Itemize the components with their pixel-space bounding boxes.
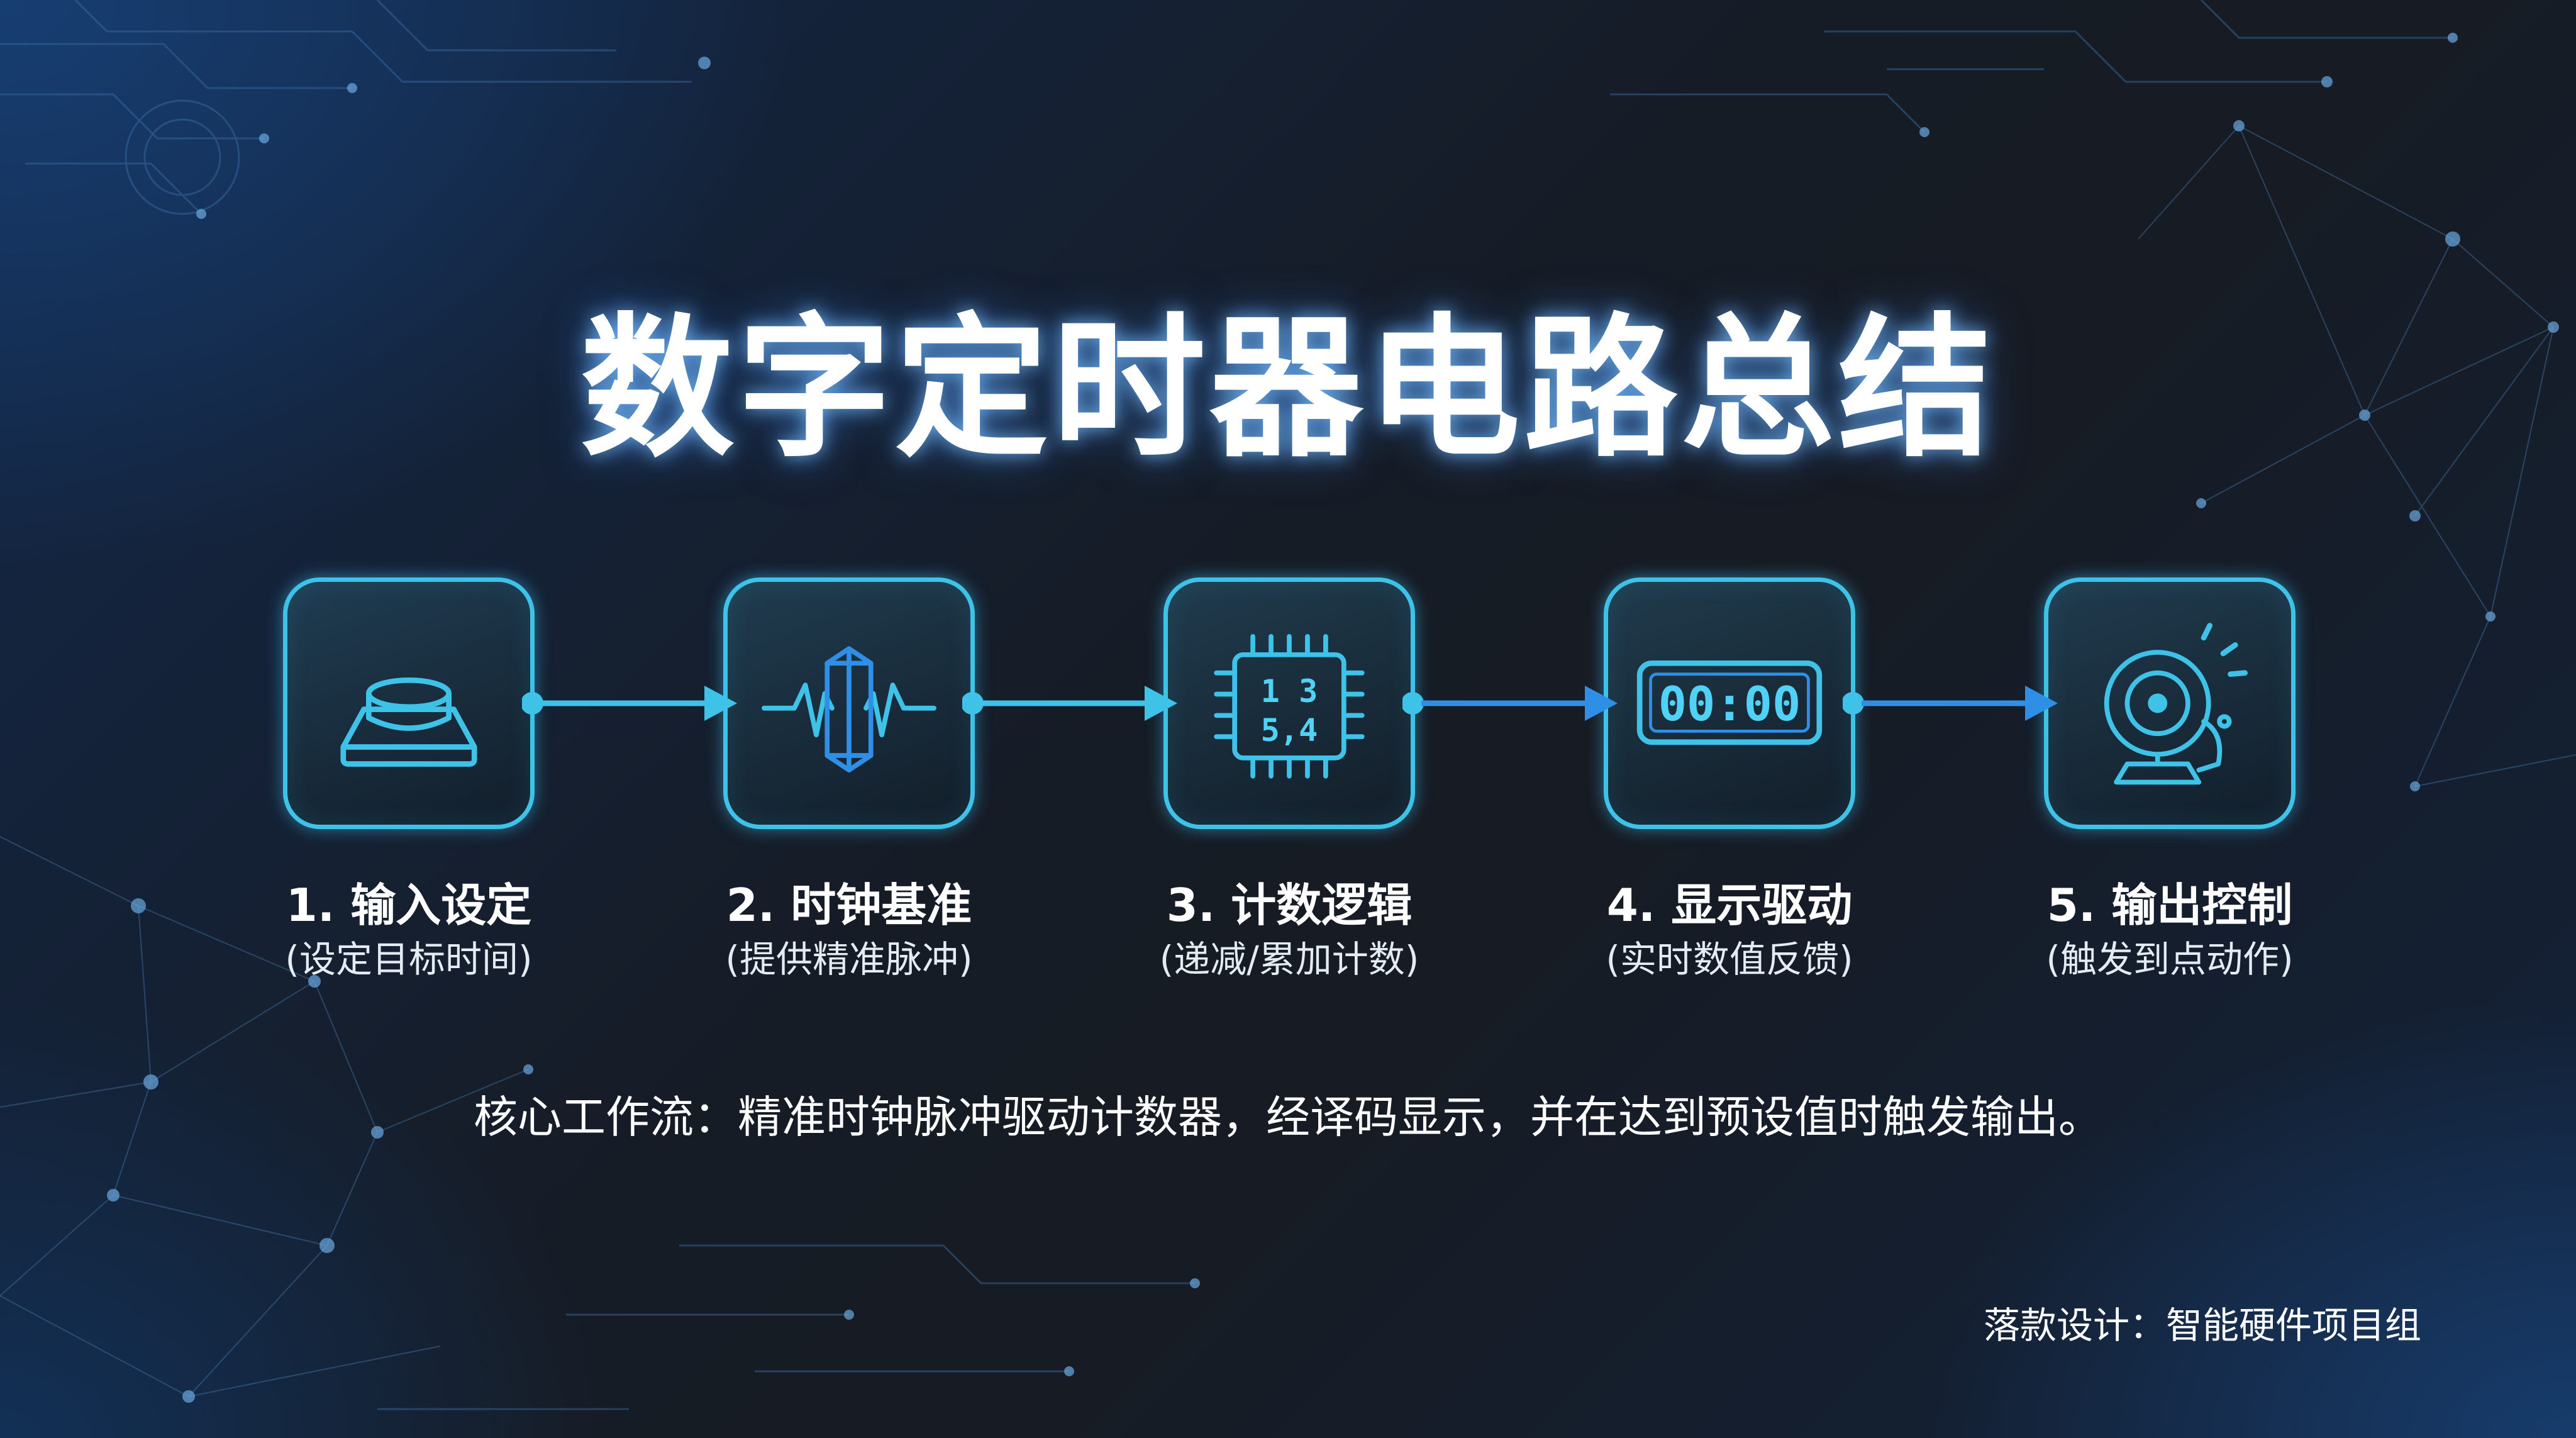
step-4-label: 4. 显示驱动	[1606, 879, 1853, 932]
step-4-card: 00:00	[1604, 577, 1855, 829]
workflow-summary: 核心工作流：精准时钟脉冲驱动计数器，经译码显示，并在达到预设值时触发输出。	[474, 1091, 2102, 1143]
step-3-description: (递减/累加计数)	[1159, 938, 1419, 981]
push-button-icon	[340, 677, 477, 767]
flow-arrow-1-2	[522, 686, 737, 721]
alarm-bell-icon	[2104, 623, 2248, 785]
signature: 落款设计：智能硬件项目组	[1983, 1304, 2421, 1347]
step-4-description: (实时数值反馈)	[1606, 938, 1853, 981]
counter-chip-icon: 1 3 5,4	[1214, 633, 1365, 779]
step-2-label: 2. 时钟基准	[726, 879, 972, 932]
step-1-card	[283, 577, 535, 829]
chip-digits-bottom: 5,4	[1261, 711, 1318, 749]
flow-arrow-3-4	[1402, 686, 1618, 721]
step-2-description: (提供精准脉冲)	[725, 938, 973, 981]
step-1-description: (设定目标时间)	[285, 938, 533, 981]
step-3-label: 3. 计数逻辑	[1166, 879, 1413, 932]
page-title: 数字定时器电路总结	[580, 299, 1996, 478]
step-5-card	[2044, 577, 2296, 829]
flow-arrow-2-3	[962, 686, 1177, 721]
digital-display-icon: 00:00	[1636, 660, 1823, 745]
crystal-oscillator-icon	[762, 646, 936, 773]
step-3-card: 1 3 5,4	[1163, 577, 1415, 829]
step-5-label: 5. 输出控制	[2046, 879, 2293, 932]
step-5-description: (触发到点动作)	[2046, 938, 2294, 981]
flow-arrow-4-5	[1843, 686, 2058, 721]
step-2-card	[723, 577, 975, 829]
chip-digits-top: 1 3	[1261, 672, 1318, 710]
display-readout: 00:00	[1658, 676, 1801, 732]
step-1-label: 1. 输入设定	[286, 879, 532, 932]
